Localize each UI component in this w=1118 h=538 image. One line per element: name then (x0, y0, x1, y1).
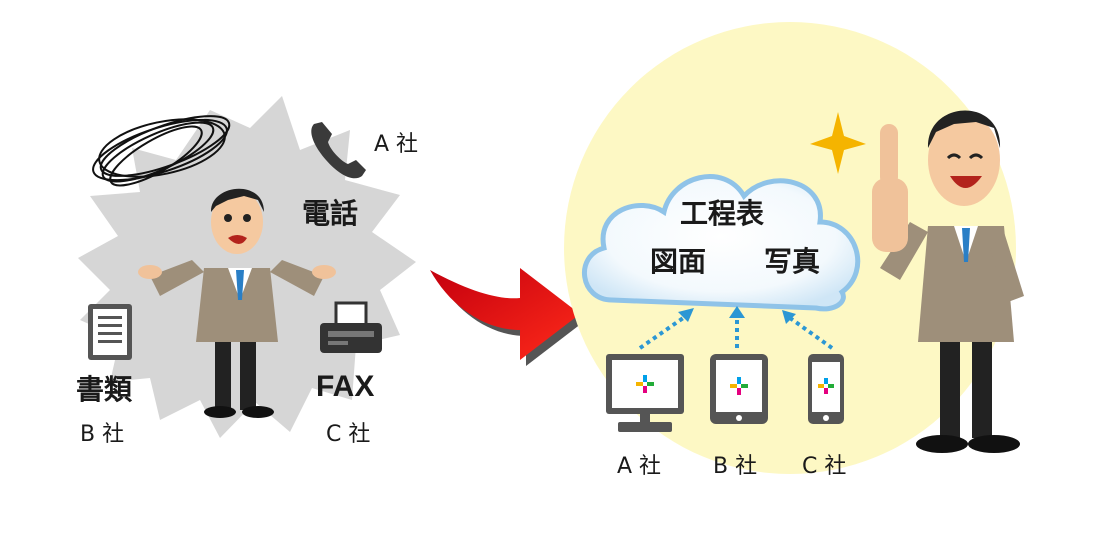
confused-businessman (138, 188, 336, 418)
fax-label: FAX (316, 370, 375, 403)
device-company-a: A 社 (617, 454, 662, 479)
device-company-c: C 社 (802, 454, 847, 479)
scribble-icon (92, 115, 231, 187)
cloud-shape (581, 174, 861, 312)
device-company-b: B 社 (713, 454, 758, 479)
desktop-monitor-icon (606, 354, 684, 432)
fax-company-label: C 社 (326, 422, 371, 447)
phone-label: 電話 (302, 197, 359, 230)
phone-company-label: A 社 (374, 132, 419, 157)
smartphone-icon (808, 354, 844, 424)
tablet-icon (710, 354, 768, 424)
documents-label: 書類 (76, 373, 133, 406)
sparkle-icon (810, 112, 866, 174)
cloud-item-schedule: 工程表 (680, 197, 765, 230)
transition-arrow (430, 268, 586, 366)
arrow-head-right (782, 310, 796, 324)
phone-icon (311, 122, 366, 179)
document-icon (88, 304, 132, 360)
cloud-item-drawings: 図面 (650, 245, 707, 278)
arrow-head-middle (729, 306, 745, 318)
happy-businessman (872, 110, 1024, 453)
upload-arrows (638, 314, 834, 350)
cloud-item-photos: 写真 (764, 245, 821, 278)
fax-icon (320, 301, 382, 353)
arrow-head-left (678, 308, 694, 322)
documents-company-label: B 社 (80, 422, 125, 447)
